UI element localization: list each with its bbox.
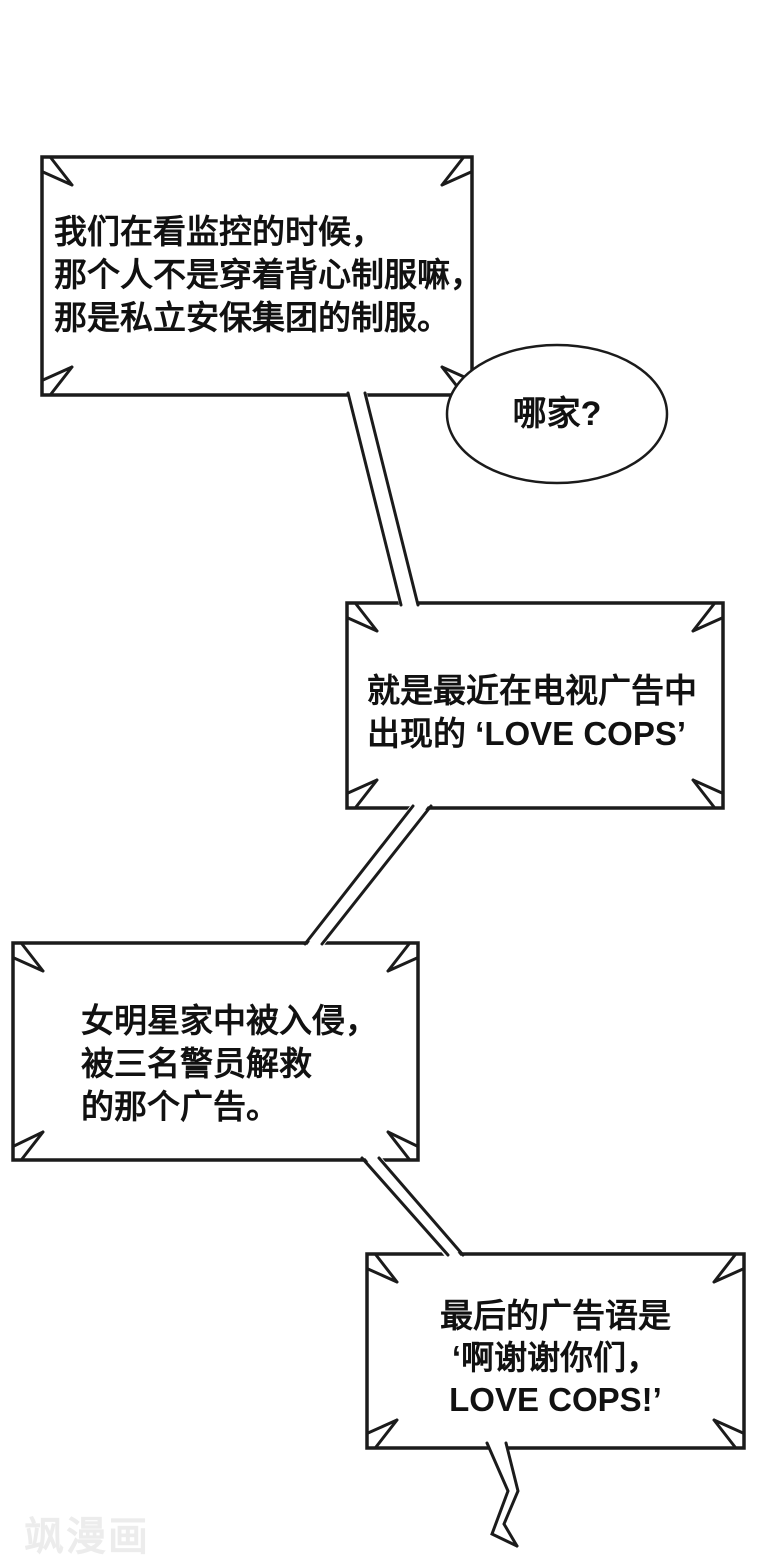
corner-spike	[41, 365, 74, 396]
corner-spike	[346, 602, 379, 633]
watermark: 飒漫画	[24, 1515, 150, 1558]
speech-bubble-4-shape	[11, 941, 420, 1162]
speech-text-2: 哪家?	[512, 395, 602, 433]
connector-3	[360, 1154, 465, 1259]
corner-spike	[691, 602, 724, 633]
speech-text-1: 我们在看监控的时候， 那个人不是穿着背心制服嘛， 那是私立安保集团的制服。	[54, 213, 483, 336]
speech-bubble-5-shape	[365, 1252, 746, 1450]
speech-bubble-2-oval-shape	[445, 343, 669, 485]
corner-spike	[440, 156, 473, 187]
speech-text-4: 女明星家中被入侵， 被三名警员解救 的那个广告。	[81, 1002, 378, 1125]
corner-spike	[346, 778, 379, 809]
corner-spike	[366, 1253, 399, 1284]
corner-spike	[712, 1253, 745, 1284]
connector-2	[303, 802, 433, 948]
speech-bubble-3-shape	[345, 601, 725, 810]
corner-spike	[41, 156, 74, 187]
corner-spike	[366, 1418, 399, 1449]
corner-spike	[691, 778, 724, 809]
connector-1	[346, 389, 420, 609]
corner-spike	[12, 942, 45, 973]
speech-bubble-1-shape	[40, 155, 474, 397]
speech-text-5: 最后的广告语是 ‘啊谢谢你们， LOVE COPS!’	[440, 1297, 671, 1418]
speech-text-3: 就是最近在电视广告中 出现的 ‘LOVE COPS’	[367, 672, 697, 752]
corner-spike	[386, 942, 419, 973]
corner-spike	[12, 1130, 45, 1161]
corner-spike	[712, 1418, 745, 1449]
bubble-tail	[485, 1441, 520, 1548]
corner-spike	[386, 1130, 419, 1161]
